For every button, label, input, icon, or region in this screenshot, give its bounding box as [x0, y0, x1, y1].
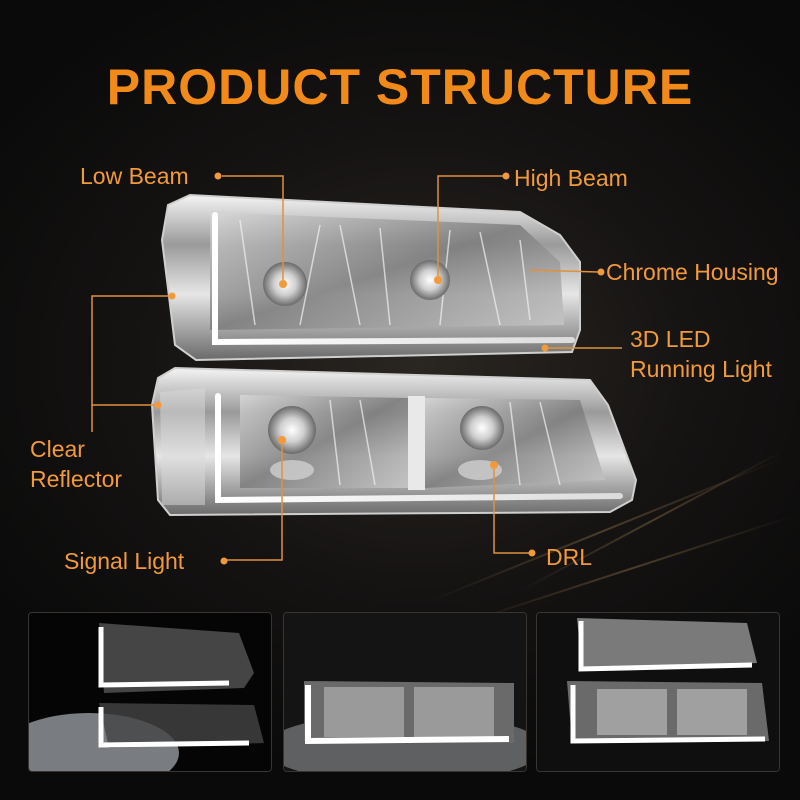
label-clear-reflector-line1: Clear — [30, 436, 85, 462]
label-3d-led-line1: 3D LED — [630, 326, 711, 352]
upper-headlamp — [160, 193, 581, 362]
label-signal-light: Signal Light — [64, 548, 185, 574]
label-high-beam: High Beam — [514, 165, 628, 191]
label-clear-reflector-line2: Reflector — [30, 466, 123, 492]
label-3d-led-line2: Running Light — [630, 356, 772, 382]
label-chrome-housing: Chrome Housing — [606, 259, 779, 285]
page-title: PRODUCT STRUCTURE — [106, 59, 694, 115]
lower-bumper-lamp — [150, 366, 638, 517]
label-low-beam: Low Beam — [80, 163, 189, 189]
thumbnail-night-view — [28, 612, 272, 772]
label-drl: DRL — [546, 544, 593, 570]
thumbnail-side-view — [536, 612, 780, 772]
thumbnail-front-view — [283, 612, 527, 772]
